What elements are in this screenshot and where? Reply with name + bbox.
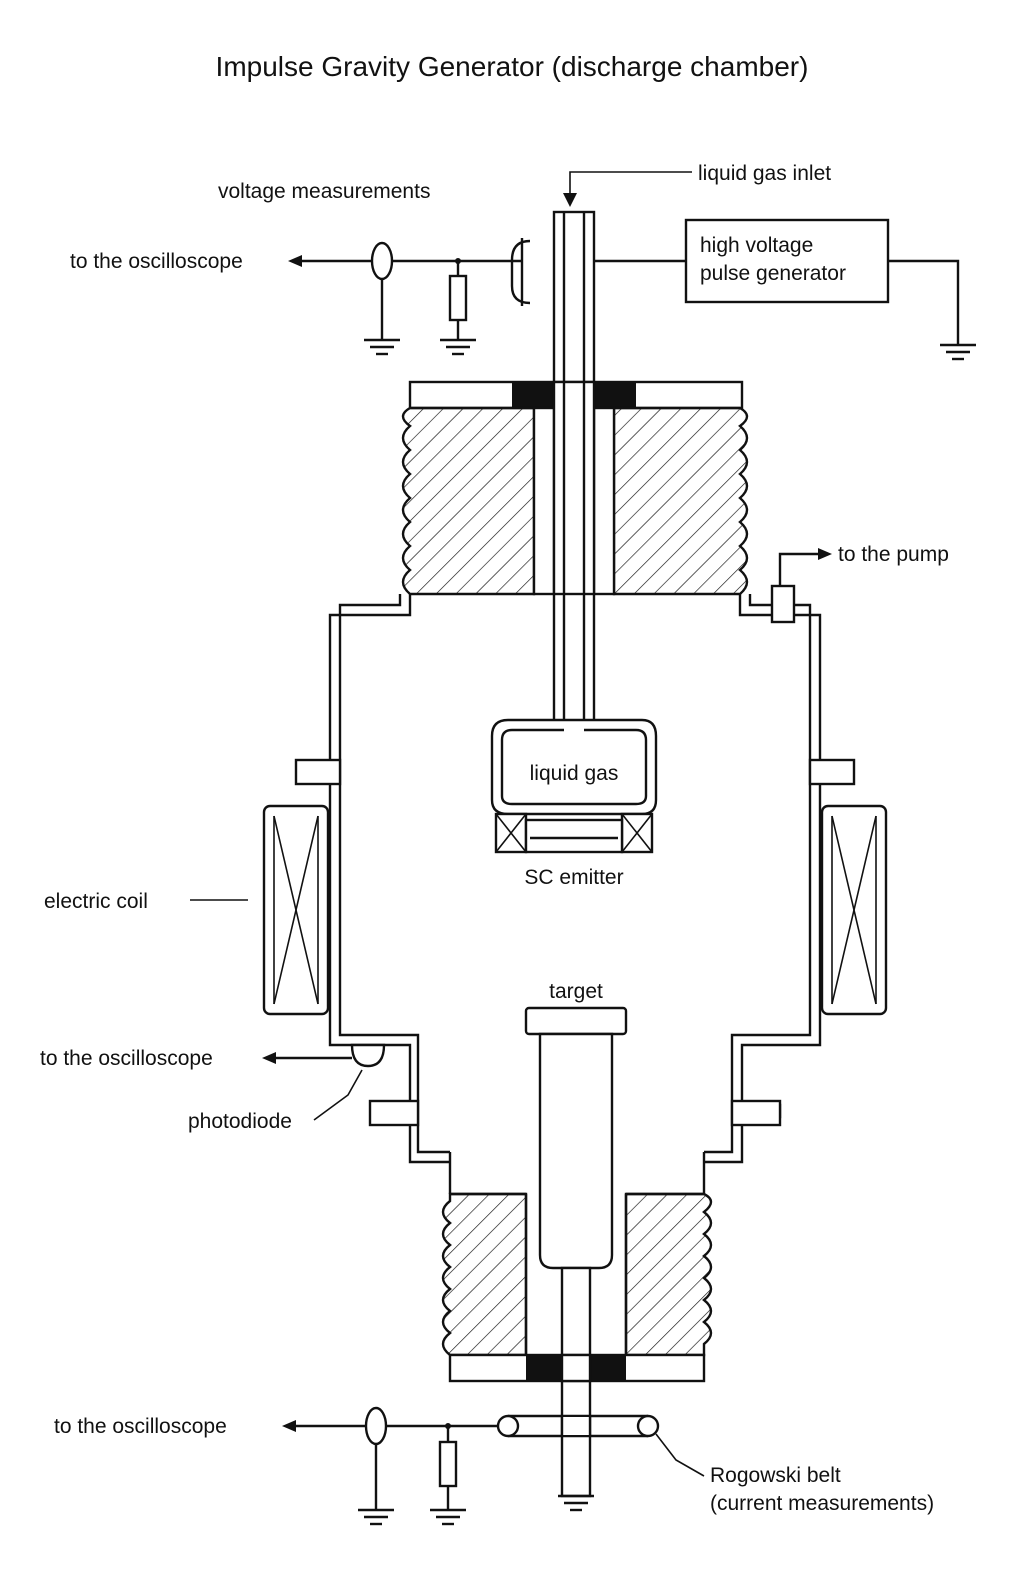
arrow-to-oscilloscope-top (288, 255, 302, 267)
ground-icon (940, 343, 976, 361)
liquid-gas-inlet-arrow (563, 171, 692, 207)
ground-icon (358, 1508, 394, 1526)
ground-icon (430, 1508, 466, 1526)
rogowski-label-line1: Rogowski belt (710, 1464, 841, 1487)
sc-emitter-label: SC emitter (524, 866, 623, 889)
to-the-pump-label: to the pump (838, 543, 949, 566)
electric-coil-right (820, 804, 888, 1016)
resistor-top (448, 274, 468, 322)
hv-generator-line1: high voltage (700, 234, 813, 257)
ground-icon (440, 338, 476, 356)
target-head (524, 1006, 628, 1036)
arrow-to-oscilloscope-bottom (282, 1420, 296, 1432)
capacitive-probe (510, 239, 531, 305)
bottom-left-insulating-block (441, 1192, 528, 1357)
hv-generator-line2: pulse generator (700, 262, 846, 285)
sc-emitter (494, 812, 654, 854)
photodiode (350, 1043, 386, 1068)
voltage-measurements-label: voltage measurements (218, 180, 430, 203)
arrow-to-pump (818, 548, 832, 560)
top-insulator-left (512, 382, 554, 408)
bottom-insulator-left (526, 1355, 562, 1381)
electric-coil-left (262, 804, 330, 1016)
ellipse-probe-top (370, 241, 394, 281)
rogowski-label-line2: (current measurements) (710, 1492, 934, 1515)
high-voltage-pulse-generator (684, 218, 890, 304)
to-oscilloscope-mid-label: to the oscilloscope (40, 1047, 213, 1070)
chamber-wall (294, 594, 856, 1164)
top-insulator-right (594, 382, 636, 408)
ground-icon (364, 338, 400, 356)
diagram-title: Impulse Gravity Generator (discharge cha… (216, 51, 809, 82)
resistor-bottom (438, 1440, 458, 1488)
to-oscilloscope-bottom-label: to the oscilloscope (54, 1415, 227, 1438)
top-right-insulating-block (612, 406, 749, 596)
top-left-insulating-block (401, 406, 536, 596)
photodiode-label: photodiode (188, 1110, 292, 1133)
pump-port (770, 548, 832, 624)
liquid-gas-inlet-label: liquid gas inlet (698, 162, 831, 185)
to-oscilloscope-top-label: to the oscilloscope (70, 250, 243, 273)
target-label: target (549, 980, 603, 1003)
electric-coil-label: electric coil (44, 890, 148, 913)
liquid-gas-label: liquid gas (530, 762, 619, 785)
ground-icon (558, 1494, 594, 1512)
ellipse-probe-bottom (364, 1406, 388, 1446)
bottom-right-insulating-block (624, 1192, 713, 1357)
rogowski-belt (496, 1414, 660, 1438)
bottom-insulator-right (590, 1355, 626, 1381)
photodiode-leader (313, 1069, 363, 1121)
arrow-to-oscilloscope-mid (262, 1052, 276, 1064)
target-holder (538, 1032, 614, 1270)
rogowski-leader (655, 1433, 705, 1477)
